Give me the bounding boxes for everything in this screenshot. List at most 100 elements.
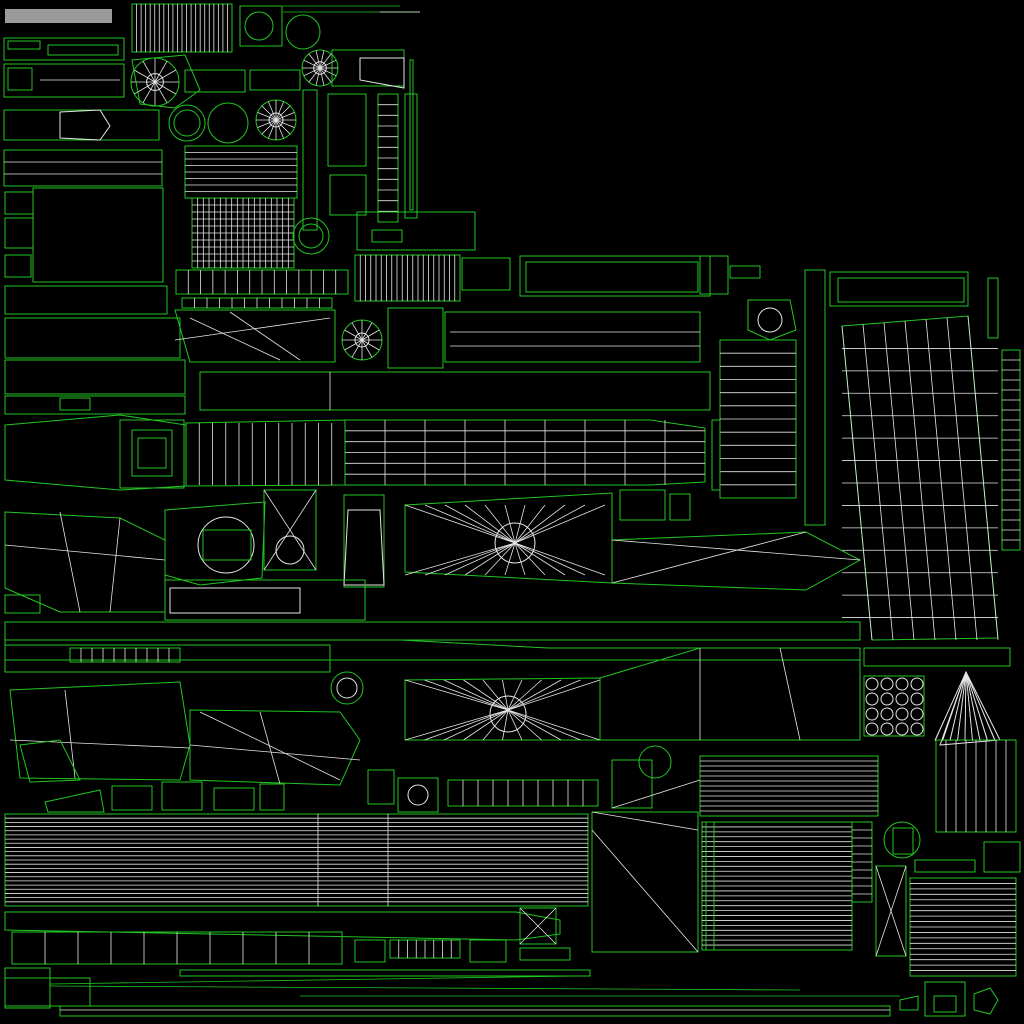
uv-circle-shell (895, 707, 909, 721)
uv-edge (507, 679, 542, 711)
uv-rect-shell (111, 785, 153, 811)
uv-rect-shell (3, 149, 163, 187)
uv-edge (883, 322, 915, 641)
uv-edge (779, 647, 801, 741)
uv-edge (404, 542, 516, 576)
uv-rect-shell (3, 109, 160, 141)
uv-circle-shell (275, 535, 305, 565)
uv-edge (464, 542, 516, 576)
uv-rect-shell (4, 977, 91, 1007)
uv-circle-shell (298, 223, 324, 249)
uv-poly-shell (4, 911, 561, 941)
uv-circle-shell (865, 707, 879, 721)
uv-rect-shell (924, 981, 966, 1017)
uv-rect-shell (933, 995, 957, 1013)
uv-edge (275, 101, 285, 121)
uv-edge (504, 542, 516, 576)
uv-edge (154, 81, 176, 95)
uv-edge (257, 119, 277, 129)
uv-edge (229, 311, 301, 361)
uv-rect-shell (164, 579, 366, 621)
uv-edge (315, 50, 321, 69)
uv-edge (199, 711, 341, 781)
uv-edge (507, 709, 562, 741)
uv-edge (611, 539, 861, 561)
uv-edge (267, 119, 277, 139)
uv-circle-shell (910, 722, 924, 736)
uv-edge (484, 542, 516, 576)
uv-edge (464, 504, 516, 544)
uv-circle-shell (865, 722, 879, 736)
uv-circle-shell (330, 671, 364, 705)
uv-rect-shell (343, 494, 385, 588)
uv-edge (507, 679, 523, 711)
uv-edge (514, 504, 566, 544)
uv-edge (64, 689, 76, 779)
uv-circle-shell (494, 522, 536, 564)
uv-rect-shell (914, 859, 976, 873)
uv-circle-shell (910, 692, 924, 706)
uv-rect-shell (4, 285, 168, 315)
uv-rect-shell (705, 821, 715, 951)
uv-edge (142, 81, 156, 103)
uv-poly-shell (611, 531, 862, 591)
uv-edge (189, 744, 361, 761)
uv-circle-shell (895, 677, 909, 691)
uv-rect-shell (4, 395, 186, 415)
uv-rect-shell (356, 211, 476, 251)
uv-wheel-hub (146, 73, 164, 91)
uv-edge (502, 709, 509, 741)
uv-edge (875, 865, 907, 957)
uv-circle-shell (895, 692, 909, 706)
uv-edge (507, 709, 523, 741)
uv-edge (361, 339, 373, 358)
uv-rect-shell (863, 675, 925, 737)
uv-rect-shell (4, 254, 32, 278)
uv-edge (482, 679, 509, 711)
uv-edge (308, 53, 321, 69)
uv-rect-shell (444, 311, 701, 363)
uv-rect-shell (327, 93, 367, 167)
uv-edge (934, 671, 967, 742)
uv-edge (507, 679, 562, 711)
uv-edge (308, 67, 321, 83)
uv-rect-shell (892, 827, 914, 855)
uv-edge (257, 111, 277, 121)
uv-edge (424, 709, 509, 741)
uv-edge (263, 489, 317, 571)
uv-edge (315, 67, 321, 86)
uv-edge (514, 542, 606, 576)
uv-poly-shell (343, 509, 385, 586)
uv-rect-shell (4, 217, 34, 249)
uv-edge (507, 709, 542, 741)
uv-rect-shell (837, 277, 965, 303)
uv-rect-shell (804, 269, 826, 526)
uv-rect-shell (371, 229, 403, 243)
uv-edge (275, 105, 291, 121)
uv-edge (319, 67, 332, 83)
uv-circle-shell (489, 695, 527, 733)
uv-edge (9, 739, 191, 749)
uv-edge (925, 319, 957, 641)
uv-edge (514, 542, 586, 576)
uv-edge (519, 907, 557, 945)
uv-edge (404, 679, 509, 711)
uv-rect-shell (461, 257, 511, 291)
uv-edge (319, 59, 337, 69)
uv-edge (303, 59, 321, 69)
uv-rect-shell (161, 781, 203, 811)
uv-edge (514, 504, 586, 544)
uv-rect-shell (404, 93, 418, 219)
uv-circle-shell (880, 692, 894, 706)
uv-circle-shell (197, 516, 255, 574)
uv-edge (344, 329, 363, 341)
uv-rect-shell (302, 89, 318, 231)
uv-rect-shell (137, 437, 167, 469)
uv-edge (443, 679, 509, 711)
uv-rect-shell (202, 529, 252, 561)
uv-rect-shell (59, 1005, 891, 1017)
uv-edge (49, 985, 801, 991)
uv-rect-shell (409, 59, 414, 211)
